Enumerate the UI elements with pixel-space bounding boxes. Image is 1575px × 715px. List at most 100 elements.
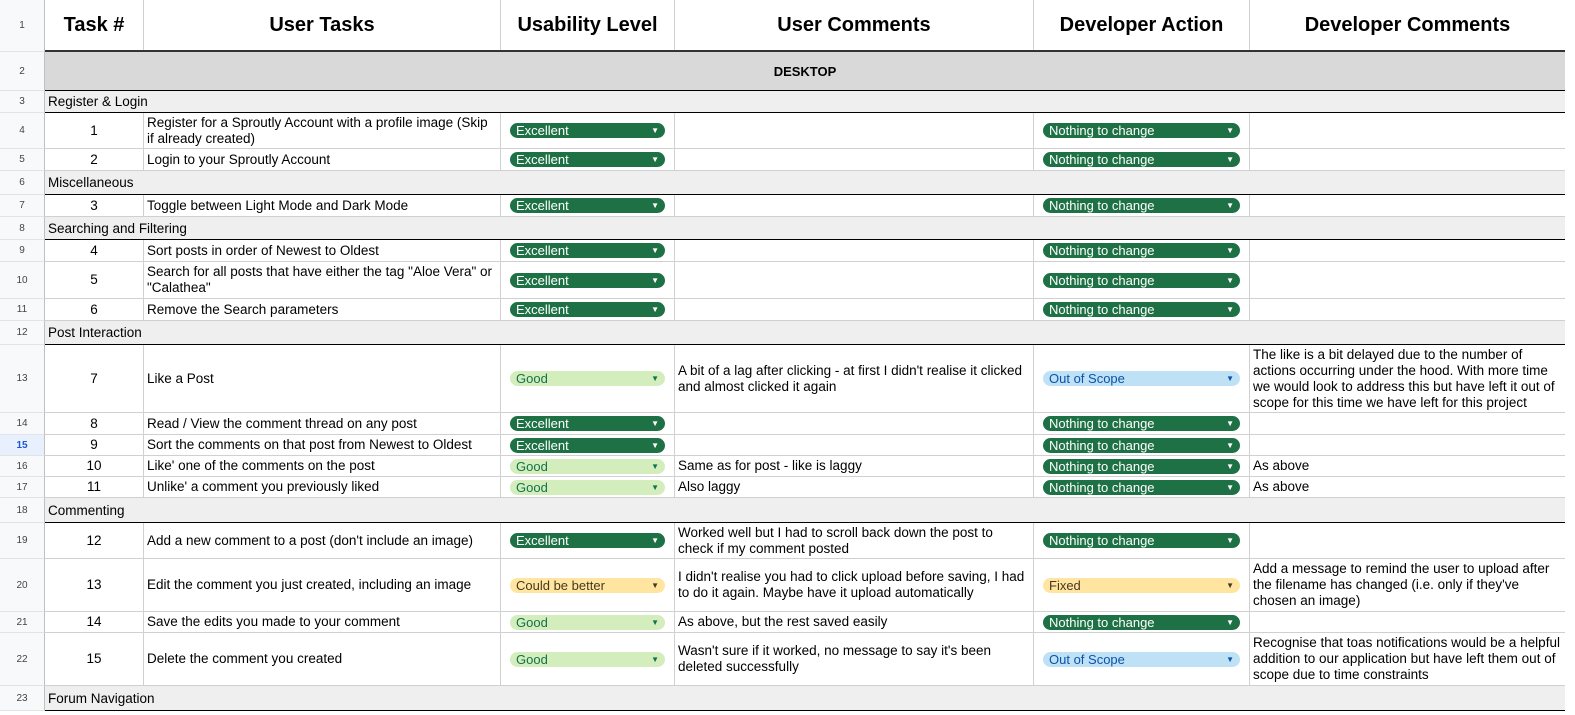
task-number-cell[interactable]: 9 [45, 435, 144, 455]
usability-cell[interactable]: Good▼ [501, 612, 675, 632]
row-number[interactable]: 17 [0, 477, 45, 498]
developer-comment-cell[interactable] [1250, 612, 1565, 632]
usability-dropdown[interactable]: Excellent▼ [510, 198, 665, 213]
developer-comment-cell[interactable]: As above [1250, 456, 1565, 476]
user-comment-cell[interactable]: As above, but the rest saved easily [675, 612, 1034, 632]
developer-action-dropdown[interactable]: Nothing to change▼ [1043, 243, 1240, 258]
user-comment-cell[interactable]: Same as for post - like is laggy [675, 456, 1034, 476]
user-task-cell[interactable]: Login to your Sproutly Account [144, 149, 501, 170]
usability-dropdown[interactable]: Good▼ [510, 651, 665, 667]
column-header-usability[interactable]: Usability Level [501, 0, 675, 50]
developer-action-dropdown[interactable]: Nothing to change▼ [1043, 458, 1240, 474]
developer-comment-cell[interactable] [1250, 299, 1565, 320]
user-task-cell[interactable]: Read / View the comment thread on any po… [144, 413, 501, 434]
usability-dropdown[interactable]: Excellent▼ [510, 123, 665, 138]
user-task-cell[interactable]: Edit the comment you just created, inclu… [144, 559, 501, 611]
task-number-cell[interactable]: 2 [45, 149, 144, 170]
task-number-cell[interactable]: 13 [45, 559, 144, 611]
developer-action-cell[interactable]: Nothing to change▼ [1034, 240, 1250, 261]
developer-action-dropdown[interactable]: Nothing to change▼ [1043, 437, 1240, 453]
user-comment-cell[interactable]: Wasn't sure if it worked, no message to … [675, 633, 1034, 685]
developer-comment-cell[interactable] [1250, 435, 1565, 455]
user-task-cell[interactable]: Like' one of the comments on the post [144, 456, 501, 476]
row-number[interactable]: 11 [0, 299, 45, 321]
usability-cell[interactable]: Excellent▼ [501, 299, 675, 320]
user-comment-cell[interactable]: I didn't realise you had to click upload… [675, 559, 1034, 611]
usability-dropdown[interactable]: Excellent▼ [510, 272, 665, 288]
developer-action-dropdown[interactable]: Nothing to change▼ [1043, 123, 1240, 138]
developer-action-dropdown[interactable]: Nothing to change▼ [1043, 302, 1240, 317]
usability-cell[interactable]: Excellent▼ [501, 523, 675, 558]
user-task-cell[interactable]: Search for all posts that have either th… [144, 262, 501, 298]
developer-action-dropdown[interactable]: Nothing to change▼ [1043, 479, 1240, 495]
usability-cell[interactable]: Excellent▼ [501, 413, 675, 434]
developer-action-cell[interactable]: Nothing to change▼ [1034, 477, 1250, 497]
user-comment-cell[interactable] [675, 299, 1034, 320]
user-task-cell[interactable]: Remove the Search parameters [144, 299, 501, 320]
column-header-user-tasks[interactable]: User Tasks [144, 0, 501, 50]
user-comment-cell[interactable] [675, 262, 1034, 298]
user-task-cell[interactable]: Toggle between Light Mode and Dark Mode [144, 195, 501, 216]
usability-cell[interactable]: Excellent▼ [501, 113, 675, 148]
row-number[interactable]: 1 [0, 0, 45, 52]
developer-action-cell[interactable]: Out of Scope▼ [1034, 633, 1250, 685]
row-number[interactable]: 7 [0, 195, 45, 217]
developer-action-cell[interactable]: Out of Scope▼ [1034, 345, 1250, 412]
user-comment-cell[interactable]: Also laggy [675, 477, 1034, 497]
row-number[interactable]: 4 [0, 113, 45, 149]
developer-comment-cell[interactable] [1250, 523, 1565, 558]
developer-action-cell[interactable]: Nothing to change▼ [1034, 523, 1250, 558]
user-task-cell[interactable]: Sort posts in order of Newest to Oldest [144, 240, 501, 261]
task-number-cell[interactable]: 8 [45, 413, 144, 434]
developer-action-dropdown[interactable]: Nothing to change▼ [1043, 272, 1240, 288]
developer-action-dropdown[interactable]: Nothing to change▼ [1043, 614, 1240, 630]
user-task-cell[interactable]: Save the edits you made to your comment [144, 612, 501, 632]
row-number[interactable]: 5 [0, 149, 45, 171]
row-number[interactable]: 9 [0, 240, 45, 262]
row-number[interactable]: 2 [0, 52, 45, 91]
usability-dropdown[interactable]: Excellent▼ [510, 533, 665, 548]
task-number-cell[interactable]: 5 [45, 262, 144, 298]
user-task-cell[interactable]: Like a Post [144, 345, 501, 412]
developer-comment-cell[interactable] [1250, 113, 1565, 148]
usability-dropdown[interactable]: Excellent▼ [510, 152, 665, 167]
user-comment-cell[interactable] [675, 149, 1034, 170]
row-number[interactable]: 23 [0, 686, 45, 711]
usability-cell[interactable]: Excellent▼ [501, 195, 675, 216]
developer-action-dropdown[interactable]: Out of Scope▼ [1043, 371, 1240, 386]
row-number[interactable]: 10 [0, 262, 45, 299]
user-comment-cell[interactable]: A bit of a lag after clicking - at first… [675, 345, 1034, 412]
usability-dropdown[interactable]: Excellent▼ [510, 416, 665, 431]
developer-action-cell[interactable]: Fixed▼ [1034, 559, 1250, 611]
developer-action-cell[interactable]: Nothing to change▼ [1034, 413, 1250, 434]
developer-comment-cell[interactable]: The like is a bit delayed due to the num… [1250, 345, 1565, 412]
user-comment-cell[interactable] [675, 413, 1034, 434]
usability-cell[interactable]: Excellent▼ [501, 435, 675, 455]
usability-dropdown[interactable]: Good▼ [510, 458, 665, 474]
developer-action-dropdown[interactable]: Nothing to change▼ [1043, 198, 1240, 213]
row-number[interactable]: 18 [0, 498, 45, 523]
row-number[interactable]: 20 [0, 559, 45, 612]
usability-dropdown[interactable]: Excellent▼ [510, 437, 665, 453]
usability-dropdown[interactable]: Good▼ [510, 371, 665, 386]
usability-cell[interactable]: Good▼ [501, 633, 675, 685]
developer-comment-cell[interactable] [1250, 413, 1565, 434]
row-number[interactable]: 14 [0, 413, 45, 435]
usability-cell[interactable]: Excellent▼ [501, 149, 675, 170]
usability-cell[interactable]: Good▼ [501, 477, 675, 497]
user-comment-cell[interactable] [675, 435, 1034, 455]
task-number-cell[interactable]: 3 [45, 195, 144, 216]
user-task-cell[interactable]: Add a new comment to a post (don't inclu… [144, 523, 501, 558]
developer-comment-cell[interactable]: Recognise that toas notifications would … [1250, 633, 1565, 685]
row-number[interactable]: 13 [0, 345, 45, 413]
row-number[interactable]: 6 [0, 171, 45, 195]
usability-dropdown[interactable]: Excellent▼ [510, 302, 665, 317]
usability-dropdown[interactable]: Good▼ [510, 614, 665, 630]
usability-dropdown[interactable]: Good▼ [510, 479, 665, 495]
developer-action-cell[interactable]: Nothing to change▼ [1034, 299, 1250, 320]
row-number[interactable]: 21 [0, 612, 45, 633]
developer-comment-cell[interactable]: As above [1250, 477, 1565, 497]
developer-action-dropdown[interactable]: Nothing to change▼ [1043, 152, 1240, 167]
developer-comment-cell[interactable] [1250, 262, 1565, 298]
user-task-cell[interactable]: Delete the comment you created [144, 633, 501, 685]
